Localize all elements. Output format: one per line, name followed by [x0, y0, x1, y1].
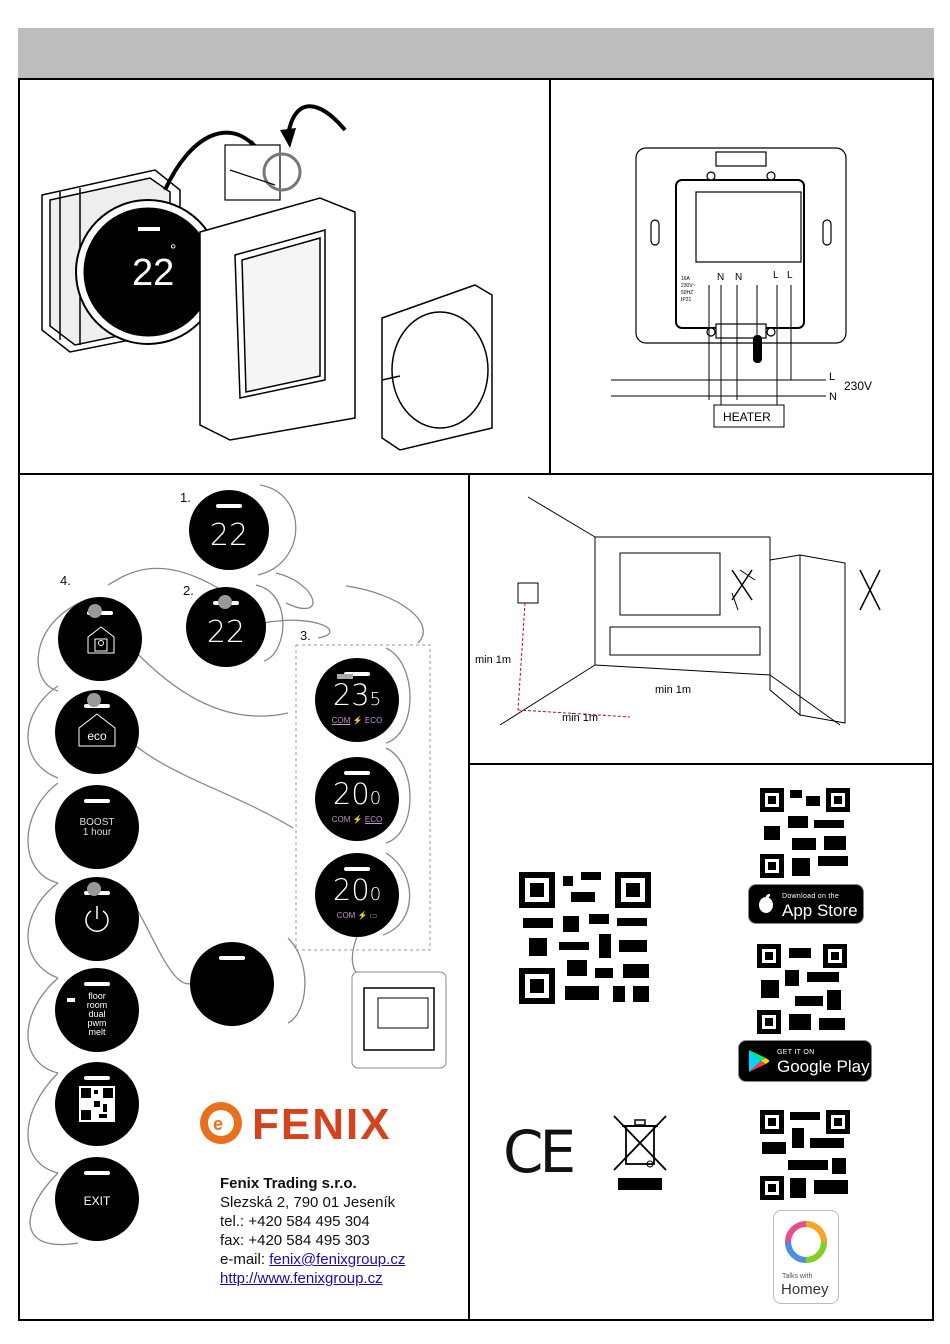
svg-text:L: L: [829, 371, 835, 383]
email-row: e-mail: fenix@fenixgroup.cz: [220, 1251, 406, 1268]
weee-bin-icon: [613, 1115, 667, 1190]
svg-text:e: e: [213, 1114, 223, 1134]
svg-text:230V: 230V: [844, 379, 872, 393]
dial-temp-22: 22: [189, 490, 269, 570]
eco-house-icon: [78, 713, 116, 747]
qr-code-icon: [79, 1086, 115, 1122]
google-play-button[interactable]: GET IT ON Google Play: [738, 1040, 872, 1082]
apple-logo-icon: [759, 894, 773, 913]
menu-sensor-mode: floor room dual pwm melt: [55, 968, 139, 1052]
room-diagram: min 1m min 1m min 1m: [475, 496, 881, 726]
min-height-label: min 1m: [475, 654, 511, 666]
ce-mark: CE: [503, 1118, 576, 1186]
wiring-diagram: 16A 230V~ 50HZ IP21 N N L L L N 230V HEA…: [611, 147, 872, 428]
dial-temp-20-window: 200 COM ⚡ ▭: [315, 853, 399, 937]
dial-temp-22-select: 22: [186, 587, 266, 667]
power-icon: [85, 906, 109, 932]
dial-off: [190, 942, 274, 1026]
svg-text:230V~: 230V~: [681, 283, 696, 289]
menu-exit: EXIT: [55, 1157, 139, 1241]
assembly-temp: 22: [132, 252, 174, 294]
main-qr-code: [515, 868, 655, 1008]
contact-block: Fenix Trading s.r.o. Slezská 2, 790 01 J…: [220, 1174, 405, 1288]
floor-sensor: [753, 335, 762, 363]
menu-qr: [55, 1062, 139, 1146]
svg-text:16A: 16A: [681, 276, 691, 282]
room-placement-panel: min 1m min 1m min 1m: [468, 473, 934, 765]
wiring-panel: 16A 230V~ 50HZ IP21 N N L L L N 230V HEA…: [549, 78, 934, 475]
svg-text:°: °: [170, 242, 176, 259]
fenix-sun-icon: e: [200, 1102, 242, 1144]
menu-eco-mode: eco: [55, 690, 139, 774]
term-n2: N: [735, 272, 742, 283]
svg-text:50HZ: 50HZ: [681, 290, 693, 296]
fax: fax: +420 584 495 303: [220, 1232, 370, 1249]
homey-logo-icon: [785, 1221, 827, 1263]
web-link[interactable]: http://www.fenixgroup.cz: [220, 1270, 383, 1287]
fenix-logo-text: FENIX: [252, 1100, 392, 1149]
term-n1: N: [717, 272, 724, 283]
min-floor-label-2: min 1m: [562, 712, 598, 724]
step-1: 1.: [180, 490, 191, 505]
dial-temp-20-eco: 200 COM ⚡ ECO: [315, 757, 399, 841]
term-l1: L: [773, 270, 779, 281]
assembly-drawing: 22 °: [41, 104, 493, 451]
menu-boost: BOOST 1 hour: [55, 785, 139, 869]
term-l2: L: [787, 270, 793, 281]
assembly-panel: 22 °: [18, 78, 551, 475]
step-4: 4.: [60, 573, 71, 588]
device-thumbnail: [351, 971, 447, 1069]
dial-group-outline: [295, 644, 431, 951]
ios-qr-code: [758, 786, 852, 880]
step-3: 3.: [300, 628, 311, 643]
web-row: http://www.fenixgroup.cz: [220, 1269, 405, 1288]
address: Slezská 2, 790 01 Jeseník: [220, 1194, 396, 1211]
svg-text:IP21: IP21: [681, 297, 692, 303]
min-floor-label-1: min 1m: [655, 684, 691, 696]
dial-temp-23-5: 235 COM ⚡ ECO: [315, 658, 399, 742]
app-store-button[interactable]: Download on the App Store: [748, 884, 864, 924]
google-play-icon: [749, 1050, 769, 1072]
homey-qr-code: [758, 1108, 852, 1202]
house-person-icon: [87, 626, 115, 654]
homey-badge[interactable]: Talks with Homey: [773, 1210, 839, 1304]
header-bar: [18, 28, 934, 78]
email-link[interactable]: fenix@fenixgroup.cz: [269, 1251, 406, 1268]
svg-text:N: N: [829, 391, 837, 403]
svg-text:HEATER: HEATER: [723, 410, 771, 424]
step-2: 2.: [183, 583, 194, 598]
phone: tel.: +420 584 495 304: [220, 1213, 370, 1230]
menu-room-mode: [58, 597, 142, 681]
menu-power: [55, 877, 139, 961]
company-name: Fenix Trading s.r.o.: [220, 1175, 357, 1192]
android-qr-code: [755, 942, 849, 1036]
selection-dot: [218, 595, 232, 609]
